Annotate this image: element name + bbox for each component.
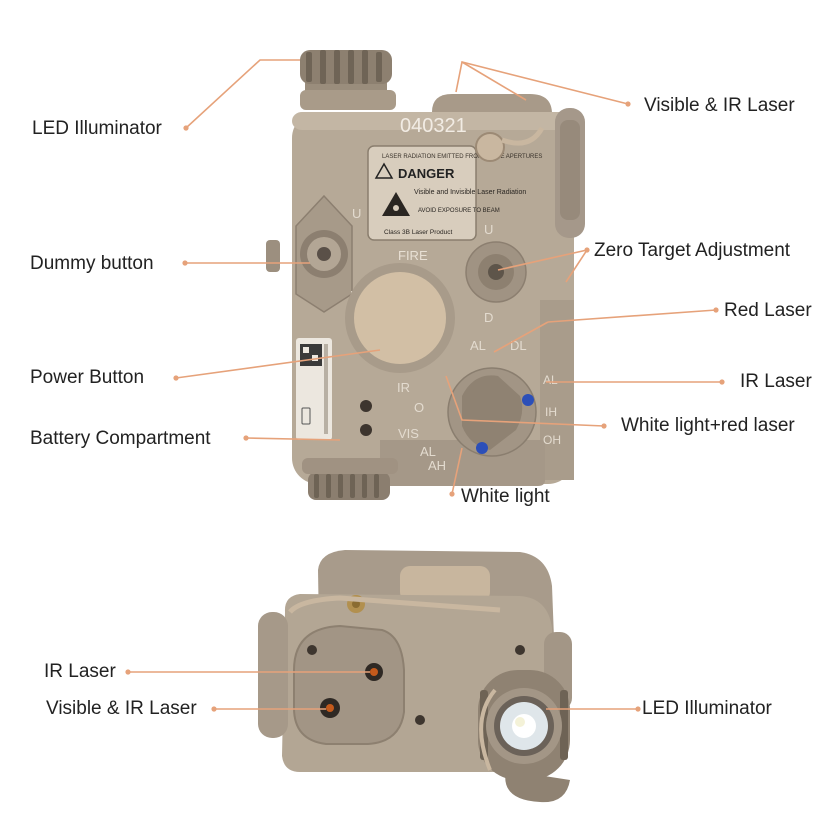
label-zero-target-adjustment: Zero Target Adjustment [594, 240, 791, 261]
svg-text:IH: IH [545, 405, 557, 419]
battery-label-sticker [296, 338, 332, 440]
label-led-illuminator-top: LED Illuminator [32, 118, 162, 139]
device-top-view: 040321 LASER RADIATION EMITTED FROM THES… [266, 50, 585, 500]
zero-adjustment-knob [465, 241, 527, 303]
mode-selector-dial [447, 367, 537, 457]
leader-led-illuminator-top [185, 59, 300, 129]
label-battery-compartment: Battery Compartment [30, 428, 211, 449]
label-ir-laser-top: IR Laser [740, 371, 812, 392]
svg-text:U: U [352, 206, 361, 221]
label-power-button: Power Button [30, 367, 145, 388]
battery-cap [302, 458, 398, 500]
svg-text:AH: AH [428, 458, 446, 473]
label-ir-laser-bottom: IR Laser [44, 661, 116, 682]
svg-text:IR: IR [397, 380, 410, 395]
svg-text:U: U [484, 222, 493, 237]
label-visible-ir-laser-top: Visible & IR Laser [644, 95, 795, 116]
label-red-laser: Red Laser [724, 300, 812, 321]
leader-dots [125, 101, 725, 712]
serial-number: 040321 [400, 115, 467, 137]
device-bottom-view [258, 550, 572, 803]
svg-text:Class 3B Laser Product: Class 3B Laser Product [384, 229, 452, 236]
label-dummy-button: Dummy button [30, 253, 154, 274]
svg-text:LASER RADIATION EMITTED FROM T: LASER RADIATION EMITTED FROM THESE APERT… [382, 154, 542, 160]
svg-text:DL: DL [510, 338, 527, 353]
led-illuminator-head [478, 670, 570, 803]
svg-text:VIS: VIS [398, 426, 419, 441]
svg-text:FIRE: FIRE [398, 248, 428, 263]
svg-text:O: O [414, 400, 424, 415]
svg-text:AL: AL [420, 444, 436, 459]
svg-text:AL: AL [470, 338, 486, 353]
label-white-light-red-laser: White light+red laser [621, 415, 795, 436]
label-led-illuminator-bottom: LED Illuminator [642, 698, 772, 719]
svg-text:D: D [484, 310, 493, 325]
svg-text:OH: OH [543, 433, 561, 447]
svg-text:Visible and Invisible Laser Ra: Visible and Invisible Laser Radiation [414, 189, 526, 196]
dummy-button-knob [266, 194, 353, 313]
svg-text:AVOID EXPOSURE TO BEAM: AVOID EXPOSURE TO BEAM [418, 208, 500, 214]
power-button [345, 263, 455, 373]
svg-text:DANGER: DANGER [398, 166, 455, 181]
svg-text:AL: AL [543, 373, 558, 387]
leader-lines [128, 59, 722, 710]
laser-aperture-housing [293, 624, 405, 745]
label-white-light: White light [461, 486, 550, 507]
led-illuminator-knob-top [300, 50, 396, 110]
label-visible-ir-laser-bottom: Visible & IR Laser [46, 698, 197, 719]
warning-plate: LASER RADIATION EMITTED FROM THESE APERT… [367, 145, 542, 241]
